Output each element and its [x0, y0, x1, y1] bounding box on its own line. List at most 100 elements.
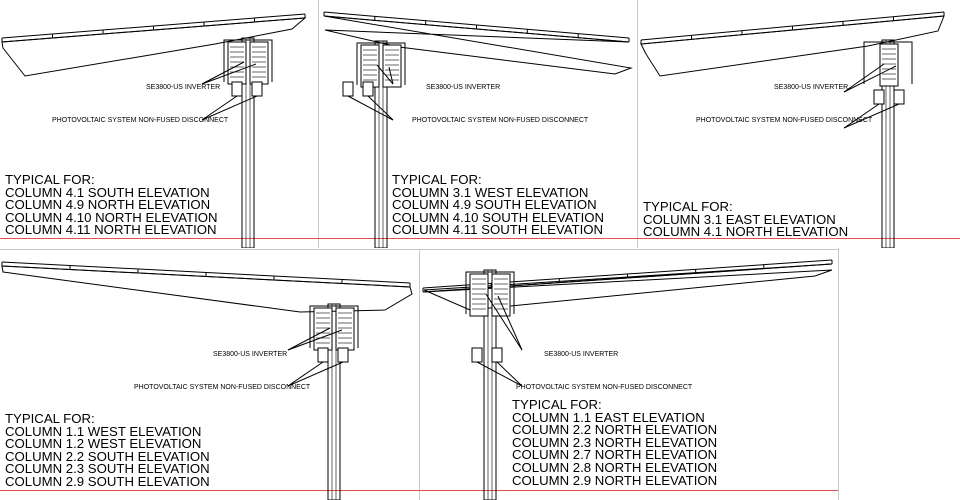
inverter-leader — [843, 65, 897, 93]
disconnect-leader — [201, 95, 238, 121]
inverter-label: SE3800-US INVERTER — [213, 351, 288, 358]
disconnect-label: PHOTOVOLTAIC SYSTEM NON-FUSED DISCONNECT — [696, 117, 873, 124]
conduit-run — [863, 41, 913, 84]
typical-heading: TYPICAL FOR: — [643, 199, 733, 214]
sheet-edge-line — [0, 490, 838, 491]
inverter-body — [491, 273, 511, 317]
inverter-leader — [287, 327, 331, 351]
conduit-run — [309, 305, 359, 348]
canopy-elevation-drawing — [640, 11, 945, 248]
canopy-elevation-drawing — [323, 11, 633, 248]
panel-divider — [318, 0, 319, 248]
column-item: COLUMN 4.1 SOUTH ELEVATION — [5, 184, 210, 200]
canopy-beam — [1, 17, 307, 77]
panel-divider — [0, 249, 838, 250]
inverter-label: SE3800-US INVERTER — [146, 84, 221, 91]
inverter-body — [313, 307, 333, 351]
disconnect-leader — [367, 95, 394, 121]
disconnect-leader — [843, 103, 880, 129]
disconnect-box — [251, 81, 263, 97]
elevation-panel-1: SE3800-US INVERTER PHOTOVOLTAIC SYSTEM N… — [0, 0, 318, 248]
inverter-unit — [249, 41, 269, 85]
inverter-leader — [843, 63, 885, 93]
sheet-edge-line — [0, 238, 960, 239]
typical-heading: TYPICAL FOR: — [392, 172, 482, 187]
column-item: COLUMN 2.8 NORTH ELEVATION — [512, 459, 718, 475]
column-item: COLUMN 1.2 WEST ELEVATION — [5, 436, 202, 452]
inverter-unit — [360, 44, 380, 88]
inverter-unit — [491, 273, 511, 317]
column-item: COLUMN 3.1 EAST ELEVATION — [643, 211, 836, 227]
inverter-body — [360, 44, 380, 88]
typical-for-block: TYPICAL FOR: COLUMN 4.1 SOUTH ELEVATION C… — [5, 172, 218, 238]
disconnect-label: PHOTOVOLTAIC SYSTEM NON-FUSED DISCONNECT — [516, 384, 693, 391]
conduit-run — [223, 39, 273, 82]
column-item: COLUMN 4.11 NORTH ELEVATION — [5, 222, 217, 238]
inverter-leader — [201, 63, 257, 85]
disconnect-box — [342, 81, 354, 97]
disconnect-leader — [843, 103, 900, 129]
disconnect-leader — [287, 361, 344, 387]
typical-heading: TYPICAL FOR: — [5, 411, 95, 426]
elevation-panel-3: SE3800-US INVERTER PHOTOVOLTAIC SYSTEM N… — [638, 0, 960, 248]
canopy-elevation-drawing — [1, 261, 413, 500]
disconnect-box — [337, 347, 349, 363]
support-column — [327, 303, 341, 500]
column-item: COLUMN 1.1 WEST ELEVATION — [5, 423, 202, 439]
disconnect-label: PHOTOVOLTAIC SYSTEM NON-FUSED DISCONNECT — [52, 117, 229, 124]
disconnect-box — [873, 89, 885, 105]
elevation-panel-4: SE3800-US INVERTER PHOTOVOLTAIC SYSTEM N… — [0, 250, 419, 500]
column-item: COLUMN 2.9 NORTH ELEVATION — [512, 472, 718, 488]
inverter-unit — [313, 307, 333, 351]
inverter-unit — [469, 273, 489, 317]
panel-divider — [838, 248, 839, 500]
typical-heading: TYPICAL FOR: — [5, 172, 95, 187]
disconnect-label: PHOTOVOLTAIC SYSTEM NON-FUSED DISCONNECT — [134, 384, 311, 391]
disconnect-box — [893, 89, 905, 105]
disconnect-leader — [287, 361, 324, 387]
disconnect-label: PHOTOVOLTAIC SYSTEM NON-FUSED DISCONNECT — [412, 117, 589, 124]
inverter-body — [227, 41, 247, 85]
disconnect-box — [317, 347, 329, 363]
support-column — [483, 269, 497, 500]
column-item: COLUMN 4.10 NORTH ELEVATION — [5, 209, 218, 225]
disconnect-leader — [347, 95, 394, 121]
column-item: COLUMN 4.11 SOUTH ELEVATION — [392, 222, 604, 238]
canopy-elevation-drawing — [422, 259, 833, 500]
inverter-unit — [879, 43, 899, 87]
inverter-unit — [335, 307, 355, 351]
inverter-body — [382, 44, 402, 88]
conduit-run — [356, 42, 406, 85]
column-item: COLUMN 1.1 EAST ELEVATION — [512, 409, 705, 425]
column-item: COLUMN 4.1 NORTH ELEVATION — [643, 224, 849, 240]
disconnect-box — [362, 81, 374, 97]
support-column — [241, 37, 255, 248]
column-item: COLUMN 2.2 NORTH ELEVATION — [512, 422, 718, 438]
typical-heading: TYPICAL FOR: — [512, 397, 602, 412]
disconnect-box — [491, 347, 503, 363]
inverter-label: SE3800-US INVERTER — [544, 351, 619, 358]
disconnect-leader — [201, 95, 258, 121]
canopy-beam — [640, 15, 945, 77]
elevation-panel-5: SE3800-US INVERTER PHOTOVOLTAIC SYSTEM N… — [420, 250, 838, 500]
canopy-beam — [1, 265, 413, 313]
inverter-body — [469, 273, 489, 317]
inverter-unit — [382, 44, 402, 88]
disconnect-leader — [496, 361, 523, 387]
inverter-leader — [388, 66, 394, 85]
column-item: COLUMN 4.9 SOUTH ELEVATION — [392, 197, 597, 213]
inverter-leader — [201, 61, 245, 85]
inverter-leader — [376, 64, 394, 85]
column-item: COLUMN 2.3 NORTH ELEVATION — [512, 434, 718, 450]
inverter-body — [249, 41, 269, 85]
inverter-label: SE3800-US INVERTER — [774, 84, 849, 91]
inverter-label: SE3800-US INVERTER — [426, 84, 501, 91]
canopy-elevation-drawing — [1, 13, 307, 248]
inverter-body — [335, 307, 355, 351]
column-item: COLUMN 3.1 WEST ELEVATION — [392, 184, 589, 200]
